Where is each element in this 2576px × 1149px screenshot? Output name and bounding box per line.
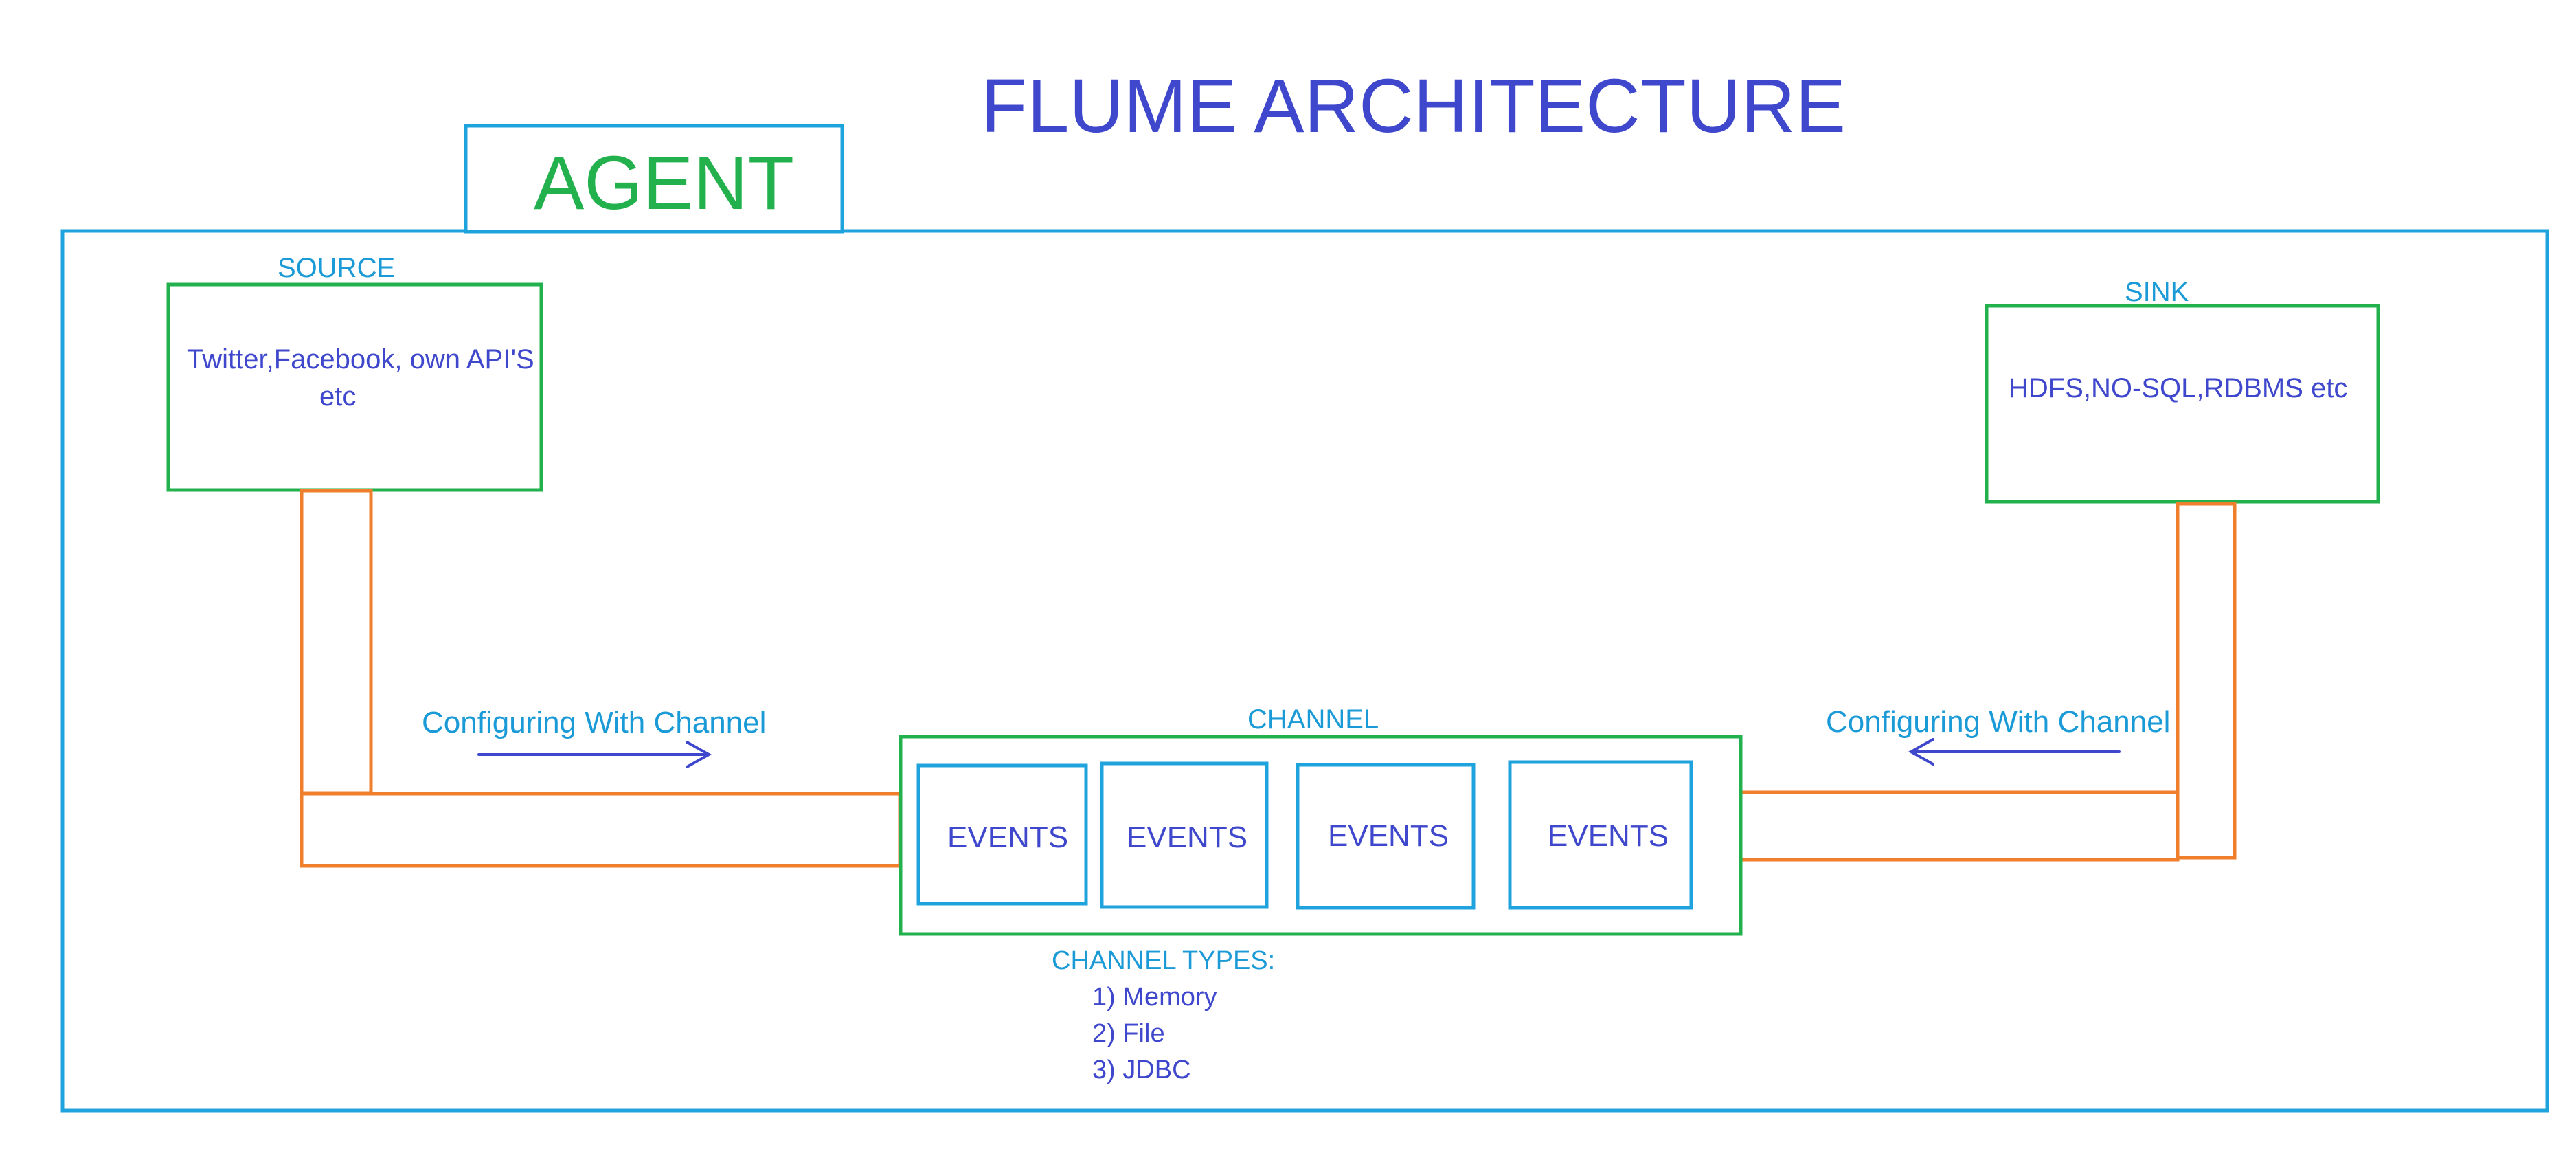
agent-label: AGENT xyxy=(534,141,794,225)
channel-types-heading: CHANNEL TYPES: xyxy=(1052,946,1276,975)
source-text-line2: etc xyxy=(319,381,357,412)
event-box xyxy=(1100,761,1269,909)
channel-type-item: 2) File xyxy=(1092,1019,1165,1048)
event-label: EVENTS xyxy=(1328,819,1449,853)
sink-text: HDFS,NO-SQL,RDBMS etc xyxy=(2009,373,2348,403)
event-box xyxy=(916,763,1088,906)
event-label: EVENTS xyxy=(1548,819,1669,853)
event-box xyxy=(1296,763,1476,910)
left-arrow-icon xyxy=(1908,738,2121,766)
channel-label: CHANNEL xyxy=(1247,704,1379,735)
event-label: EVENTS xyxy=(947,821,1069,854)
source-text-line1: Twitter,Facebook, own API'S xyxy=(187,344,534,375)
agent-tab xyxy=(464,124,844,234)
channel-type-item: 1) Memory xyxy=(1092,983,1217,1012)
right-arrow-icon xyxy=(477,741,712,768)
agent-boundary xyxy=(60,229,2549,1113)
configure-label-right: Configuring With Channel xyxy=(1826,705,2171,739)
sink-pipe-horizontal xyxy=(1739,790,2180,862)
source-pipe-vertical xyxy=(300,489,373,795)
page-title: FLUME ARCHITECTURE xyxy=(981,64,1846,148)
channel-box xyxy=(899,735,1743,936)
source-label: SOURCE xyxy=(278,253,396,283)
configure-label-left: Configuring With Channel xyxy=(422,706,767,739)
source-pipe-horizontal xyxy=(300,792,902,868)
channel-type-item: 3) JDBC xyxy=(1092,1056,1191,1084)
sink-pipe-vertical xyxy=(2176,502,2237,860)
sink-label: SINK xyxy=(2125,277,2189,307)
sink-box xyxy=(1985,304,2380,504)
event-box xyxy=(1508,760,1693,910)
event-label: EVENTS xyxy=(1127,821,1248,854)
